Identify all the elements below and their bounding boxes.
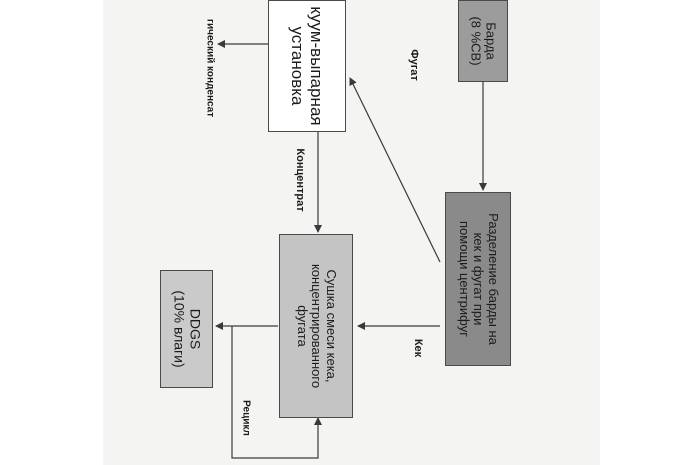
label-recycle: Рецикл: [240, 400, 252, 436]
node-evaporator: куум-выпарная установка: [268, 0, 346, 132]
right-margin: [600, 0, 700, 465]
arrow-recycle: [231, 326, 322, 459]
node-separation: Разделение барды на кек и фугат при помо…: [445, 192, 511, 366]
node-dryer: Сушка смеси кека, концентрированного фуг…: [279, 234, 353, 418]
node-stillage: Барда (8 %СВ): [458, 0, 508, 82]
node-ddgs: DDGS (10% влаги): [160, 270, 213, 388]
left-margin: [0, 0, 103, 465]
label-fugat: Фугат: [408, 49, 420, 81]
arrow-separation-to-evaporator: [349, 77, 441, 263]
label-concentrate: Концентрат: [294, 148, 306, 212]
label-condensate: гический конденсат: [204, 18, 216, 118]
label-kek: Кек: [412, 338, 424, 358]
